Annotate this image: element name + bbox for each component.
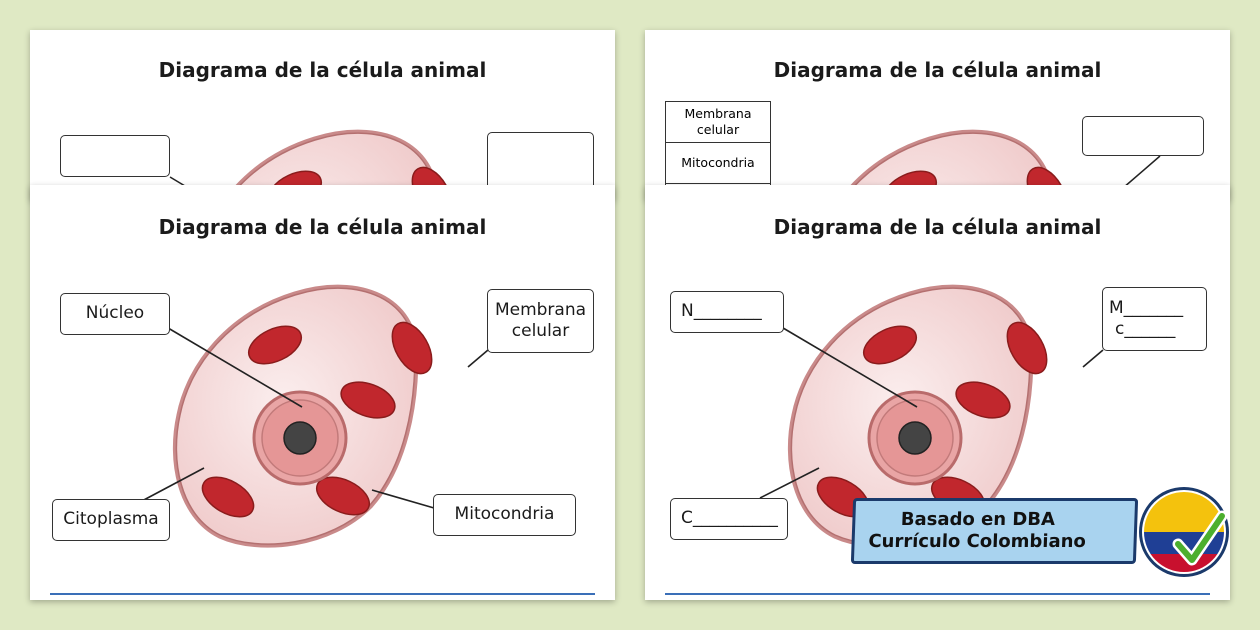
page-title: Diagrama de la célula animal: [773, 58, 1102, 82]
blank-label-box[interactable]: [487, 132, 594, 192]
worksheet-labeled: Diagrama de la célula animal Núcleo Memb…: [30, 185, 615, 600]
hint-box-citoplasma[interactable]: C__________: [670, 498, 788, 540]
cell-diagram: [645, 30, 1161, 200]
badge-line-1: Basado en DBA: [900, 508, 1056, 530]
word-bank-item-label: Membrana celular: [684, 105, 752, 137]
footer-divider: [50, 593, 595, 595]
label-text: Membrana: [494, 299, 587, 320]
hint-text: N________: [681, 301, 762, 322]
hint-box-membrana[interactable]: M_______ c______: [1102, 287, 1207, 351]
badge-line-2: Currículo Colombiano: [868, 531, 1087, 552]
label-nucleo: Núcleo: [60, 293, 170, 335]
word-bank: Membrana celular Mitocondria: [665, 101, 771, 200]
checkmark-icon: [1172, 510, 1228, 566]
word-bank-item-label: Mitocondria: [681, 154, 755, 170]
label-text: Citoplasma: [63, 509, 159, 530]
worksheet-blank-labels: Diagrama de la célula animal: [30, 30, 615, 200]
blank-label-box[interactable]: [1082, 116, 1204, 156]
cell-diagram: [139, 185, 489, 600]
page-title: Diagrama de la célula animal: [158, 58, 487, 82]
label-text: celular: [511, 321, 570, 341]
label-membrana-celular: Membrana celular: [487, 289, 594, 353]
cell-diagram: [759, 185, 1104, 600]
hint-text: C__________: [681, 508, 778, 529]
colombia-flag-icon: [1139, 487, 1229, 577]
word-bank-item: Membrana celular: [666, 102, 770, 143]
page-title: Diagrama de la célula animal: [773, 215, 1102, 239]
label-mitocondria: Mitocondria: [433, 494, 576, 536]
hint-text: M_______: [1109, 297, 1184, 318]
hint-box-nucleo[interactable]: N________: [670, 291, 784, 333]
page-title: Diagrama de la célula animal: [158, 215, 487, 239]
dba-curriculum-badge: Basado en DBA Currículo Colombiano: [850, 498, 1139, 564]
footer-divider: [665, 593, 1210, 595]
hint-text: c______: [1115, 319, 1176, 339]
label-text: Núcleo: [85, 303, 145, 324]
label-citoplasma: Citoplasma: [52, 499, 170, 541]
worksheet-word-bank: Diagrama de la célula animal Membrana ce…: [645, 30, 1230, 200]
label-text: Mitocondria: [454, 504, 555, 525]
blank-label-box[interactable]: [60, 135, 170, 177]
word-bank-item: Mitocondria: [666, 143, 770, 184]
